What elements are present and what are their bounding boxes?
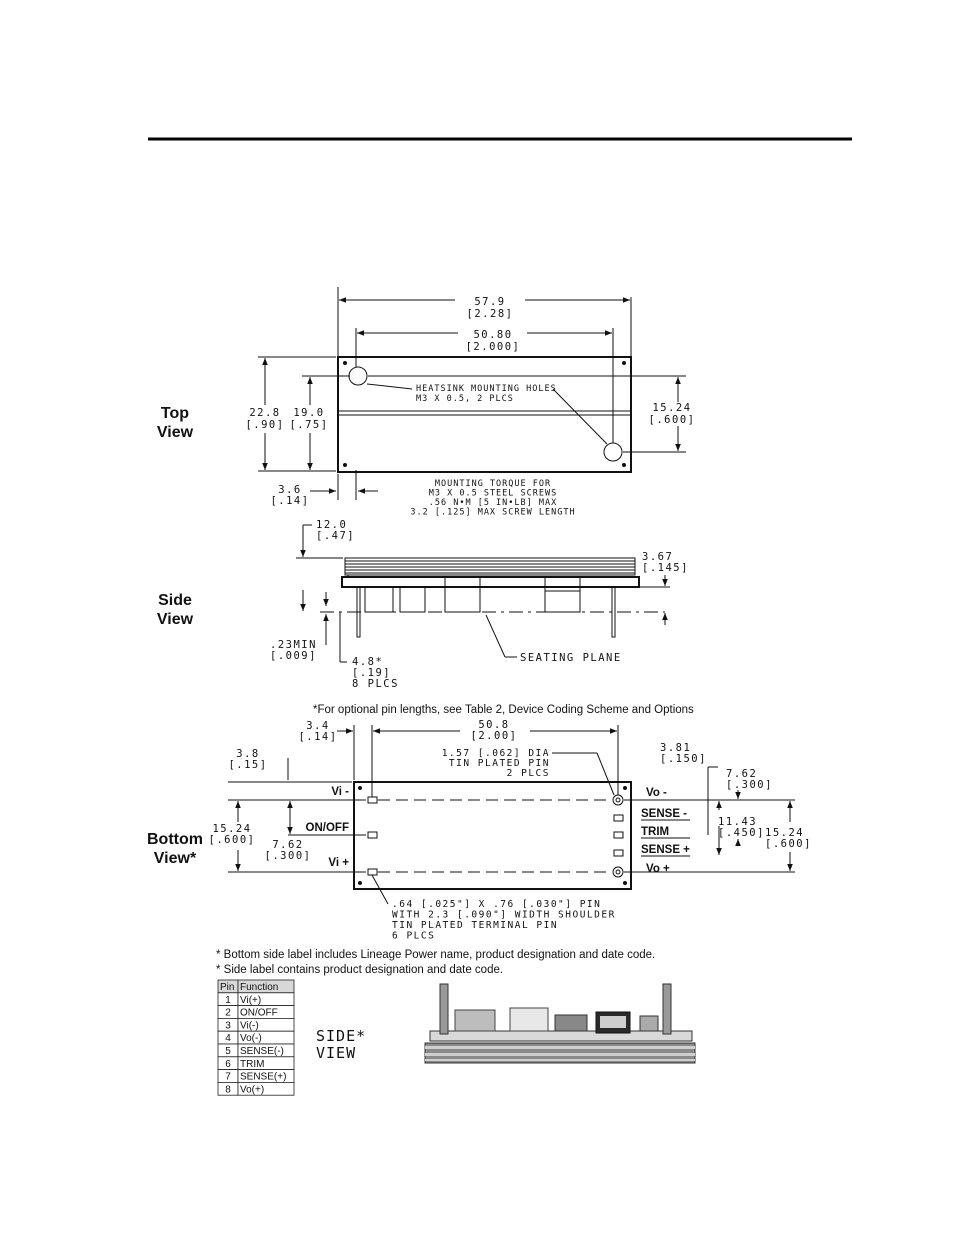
pin-trim xyxy=(613,831,624,839)
dim-height-inner: 19.0[.75] xyxy=(289,407,328,431)
pin-number: 3 xyxy=(225,1020,231,1031)
pin-function: Vi(-) xyxy=(240,1020,259,1031)
table-header: Pin xyxy=(220,982,234,993)
dim-edge-offset: 3.6[.14] xyxy=(270,484,309,507)
pin-label-onoff: ON/OFF xyxy=(306,822,349,834)
pin-function: Vo(-) xyxy=(240,1033,262,1044)
dim-side-height: 12.0[.47] xyxy=(316,519,355,542)
pin-label-vo-plus: Vo + xyxy=(646,863,670,875)
dim-top-offset: 3.8[.15] xyxy=(228,748,267,771)
dim-pin-length: 4.8*[.19]8 PLCS xyxy=(352,656,399,690)
note-seating-plane: SEATING PLANE xyxy=(520,652,622,664)
pin-vo-minus xyxy=(612,794,624,806)
table-cell xyxy=(237,1082,295,1096)
pin-function: Vo(+) xyxy=(240,1084,264,1095)
pin-number: 2 xyxy=(225,1008,231,1019)
pcb xyxy=(341,576,640,588)
table-header: Function xyxy=(240,982,278,993)
pin-label-sense-minus: SENSE - xyxy=(641,808,687,820)
pin-vi-plus xyxy=(367,868,378,876)
pin-label-trim: TRIM xyxy=(641,826,669,838)
dim-pin-span: 50.8[2.00] xyxy=(471,719,518,742)
dim-width-holes: 50.80[2.000] xyxy=(466,329,521,353)
pin-function: ON/OFF xyxy=(240,1008,278,1019)
dim-right-b: 7.62[.300] xyxy=(726,768,773,791)
dim-width-overall: 57.9[2.28] xyxy=(467,296,514,320)
dim-standoff: .23MIN[.009] xyxy=(270,639,317,662)
component xyxy=(364,586,394,613)
dim-hole-spacing: 15.24[.600] xyxy=(649,402,696,426)
bottom-view-outline xyxy=(353,781,632,890)
pin-sense-plus xyxy=(613,849,624,857)
pin-label-vi-minus: Vi - xyxy=(331,786,349,798)
pin-function: Vi(+) xyxy=(240,995,261,1006)
pin-length-footnote: *For optional pin lengths, see Table 2, … xyxy=(313,704,694,716)
dim-bottom-height: 15.24[.600] xyxy=(209,823,256,846)
pin-label-vi-plus: Vi + xyxy=(328,857,349,869)
pin-label-vo-minus: Vo - xyxy=(646,787,667,799)
pin-number: 6 xyxy=(225,1059,231,1070)
note-bottom-label: * Bottom side label includes Lineage Pow… xyxy=(216,949,655,961)
dim-left-offset: 3.4[.14] xyxy=(298,720,337,743)
pin-sense-minus xyxy=(613,814,624,822)
side-view-photo xyxy=(424,983,696,1064)
pin-label-sense-plus: SENSE + xyxy=(641,844,690,856)
pin-number: 5 xyxy=(225,1046,231,1057)
pin-vo-plus xyxy=(612,866,624,878)
corner-dot xyxy=(343,361,347,365)
pin-vi-minus xyxy=(367,796,378,804)
pin-onoff xyxy=(367,831,378,839)
mounting-hole xyxy=(348,366,368,386)
pin-number: 4 xyxy=(225,1033,231,1044)
note-side-label: * Side label contains product designatio… xyxy=(216,964,503,976)
pin-function: TRIM xyxy=(240,1059,264,1070)
dim-height-overall: 22.8[.90] xyxy=(245,407,284,431)
pin-function: SENSE(-) xyxy=(240,1046,284,1057)
pin-number: 7 xyxy=(225,1072,231,1083)
dim-right-d: 15.24[.600] xyxy=(765,827,812,850)
side-view-photo-label: SIDE*VIEW xyxy=(316,1027,366,1062)
dim-side-board: 3.67[.145] xyxy=(642,551,689,574)
dim-right-c: 11.43[.450] xyxy=(718,816,765,839)
dim-right-a: 3.81[.150] xyxy=(660,742,707,765)
pin-number: 1 xyxy=(225,995,231,1006)
dim-onoff-offset: 7.62[.300] xyxy=(265,839,312,862)
pin-number: 8 xyxy=(225,1084,231,1095)
pin-function: SENSE(+) xyxy=(240,1072,286,1083)
